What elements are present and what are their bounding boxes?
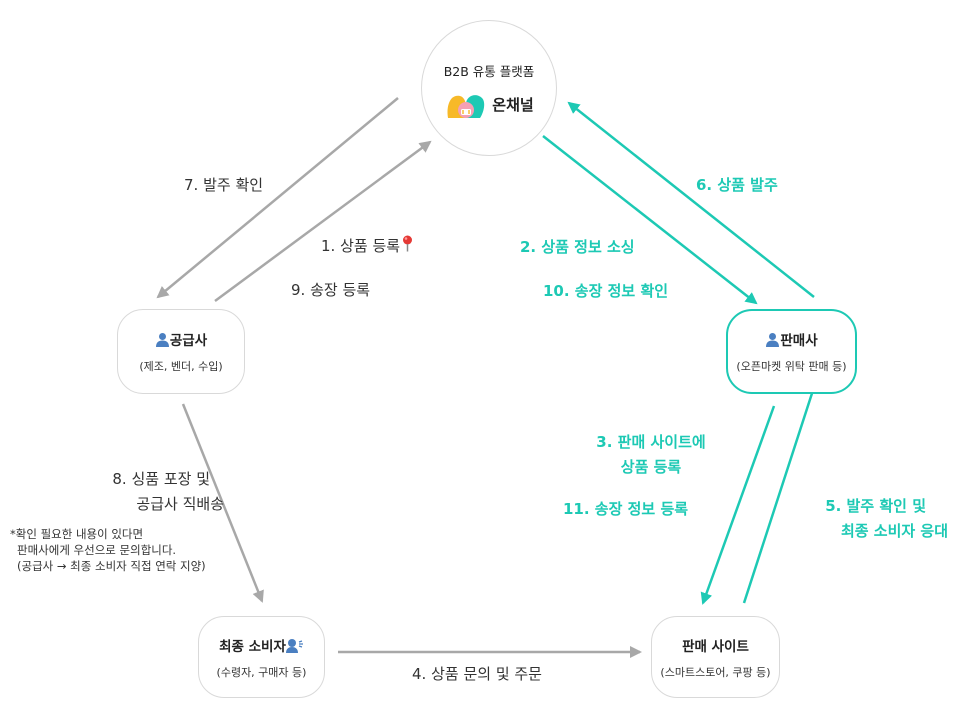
onchannel-logo-icon — [447, 94, 485, 118]
label-3-line1: 3. 판매 사이트에 — [596, 433, 706, 451]
supplier-node: 공급사 (제조, 벤더, 수입) — [117, 309, 245, 394]
label-4-inquiry-order: 4. 상품 문의 및 주문 — [412, 665, 542, 683]
platform-node: B2B 유통 플랫폼 온채널 — [421, 20, 557, 156]
note-line-3: (공급사 → 최종 소비자 직접 연락 지양) — [17, 559, 206, 573]
seller-subtitle: (오픈마켓 위탁 판매 등) — [736, 360, 847, 373]
label-8-line2: 공급사 직배송 — [136, 495, 224, 513]
edge-5-order-response — [742, 379, 819, 604]
edge-8-direct-shipping — [181, 403, 264, 603]
person-icon — [155, 333, 169, 347]
contact-note: *확인 필요한 내용이 있다면 판매사에게 우선으로 문의합니다. (공급사 →… — [10, 526, 206, 574]
label-11-invoice-info-register: 11. 송장 정보 등록 — [563, 500, 689, 518]
label-5-line2: 최종 소비자 응대 — [840, 522, 948, 540]
supplier-title: 공급사 — [169, 333, 208, 349]
label-10-invoice-check: 10. 송장 정보 확인 — [543, 282, 669, 300]
consumer-title: 최종 소비자 — [219, 638, 286, 655]
supplier-title-row: 공급사 — [155, 329, 207, 349]
edge-3-11-site-register — [700, 405, 776, 605]
label-2-info-sourcing: 2. 상품 정보 소싱 — [520, 238, 635, 256]
label-9-invoice-register: 9. 송장 등록 — [291, 281, 371, 299]
supplier-subtitle: (제조, 벤더, 수입) — [139, 360, 223, 373]
label-5-order-response: 5. 발주 확인 및 최종 소비자 응대 — [792, 494, 948, 544]
label-1-product-register-row: 1. 상품 등록 — [321, 235, 414, 256]
label-3-site-register: 3. 판매 사이트에 상품 등록 — [575, 430, 727, 480]
sales-site-node: 판매 사이트 (스마트스토어, 쿠팡 등) — [651, 616, 780, 698]
label-5-line1: 5. 발주 확인 및 — [825, 497, 926, 515]
seller-title-row: 판매사 — [765, 329, 818, 349]
edge-7-order-confirm — [156, 97, 399, 299]
edge-2-10-info-sourcing — [542, 135, 758, 305]
person-icon — [766, 333, 780, 347]
consumer-subtitle: (수령자, 구매자 등) — [216, 665, 307, 679]
label-1-product-register: 1. 상품 등록 — [321, 237, 401, 255]
platform-title: B2B 유통 플랫폼 — [443, 63, 535, 79]
edge-1-9-product-register — [214, 140, 432, 303]
sales-site-title: 판매 사이트 — [682, 638, 749, 655]
consumer-title-row: 최종 소비자 — [219, 635, 304, 655]
edge-6-product-order — [567, 101, 815, 298]
label-6-product-order: 6. 상품 발주 — [696, 176, 778, 194]
seller-node: 판매사 (오픈마켓 위탁 판매 등) — [726, 309, 857, 394]
sales-site-subtitle: (스마트스토어, 쿠팡 등) — [660, 665, 771, 679]
consumer-node: 최종 소비자 (수령자, 구매자 등) — [198, 616, 325, 698]
label-8-line1: 8. 싱품 포장 및 — [112, 470, 210, 488]
note-line-2: 판매사에게 우선으로 문의합니다. — [17, 543, 177, 557]
round-pushpin-icon — [403, 235, 413, 252]
label-3-line2: 상품 등록 — [620, 458, 682, 476]
label-7-order-confirm: 7. 발주 확인 — [184, 176, 264, 194]
seller-title: 판매사 — [780, 333, 818, 349]
platform-brand-name: 온채널 — [492, 96, 534, 114]
note-line-1: *확인 필요한 내용이 있다면 — [10, 527, 144, 541]
label-8-direct-shipping: 8. 싱품 포장 및 공급사 직배송 — [60, 467, 224, 517]
speaking-head-icon — [285, 638, 303, 653]
platform-brand: 온채널 — [444, 90, 534, 120]
